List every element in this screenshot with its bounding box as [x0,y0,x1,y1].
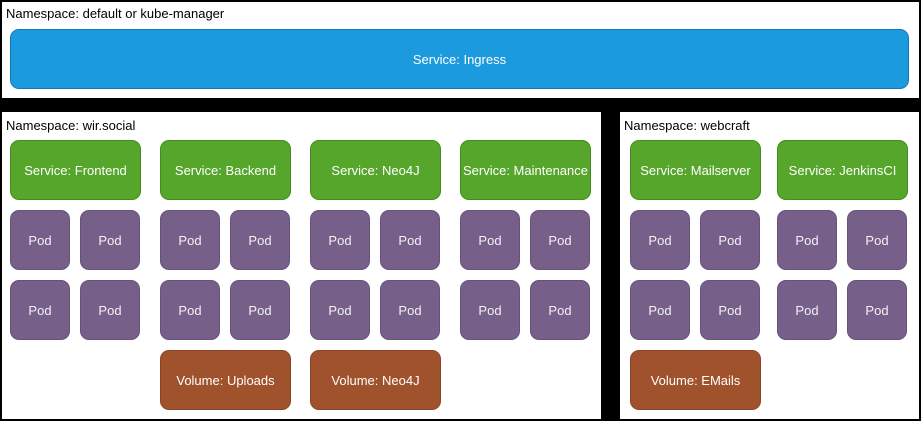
pod-box: Pod [10,280,70,340]
namespace-label: Namespace: wir.social [6,118,136,133]
pod-box: Pod [530,280,590,340]
pod-box: Pod [160,210,220,270]
pod-box: Pod [847,280,907,340]
pod-box: Pod [460,210,520,270]
namespace-panel-default: Namespace: default or kube-manager Servi… [0,0,921,100]
volume-neo4j-box: Volume: Neo4J [310,350,441,410]
volume-emails-box: Volume: EMails [630,350,761,410]
service-jenkinsci-box: Service: JenkinsCI [777,140,908,200]
pod-box: Pod [230,210,290,270]
pod-box: Pod [460,280,520,340]
pod-box: Pod [80,280,140,340]
pod-box: Pod [310,210,370,270]
pod-box: Pod [777,210,837,270]
service-maintenance-box: Service: Maintenance [460,140,591,200]
pod-box: Pod [10,210,70,270]
pod-box: Pod [630,210,690,270]
pod-box: Pod [160,280,220,340]
namespace-panel-webcraft: Namespace: webcraft Service: Mailserver … [618,110,921,421]
service-neo4j-box: Service: Neo4J [310,140,441,200]
pod-box: Pod [630,280,690,340]
pod-box: Pod [777,280,837,340]
pod-box: Pod [380,210,440,270]
pod-box: Pod [700,210,760,270]
volume-uploads-box: Volume: Uploads [160,350,291,410]
pod-box: Pod [530,210,590,270]
pod-box: Pod [230,280,290,340]
service-backend-box: Service: Backend [160,140,291,200]
service-frontend-box: Service: Frontend [10,140,141,200]
namespace-label: Namespace: default or kube-manager [6,6,225,21]
namespace-label: Namespace: webcraft [624,118,750,133]
pod-box: Pod [80,210,140,270]
pod-box: Pod [700,280,760,340]
service-ingress-box: Service: Ingress [10,29,909,89]
namespace-panel-wir-social: Namespace: wir.social Service: Frontend … [0,110,603,421]
pod-box: Pod [310,280,370,340]
pod-box: Pod [847,210,907,270]
service-mailserver-box: Service: Mailserver [630,140,761,200]
pod-box: Pod [380,280,440,340]
